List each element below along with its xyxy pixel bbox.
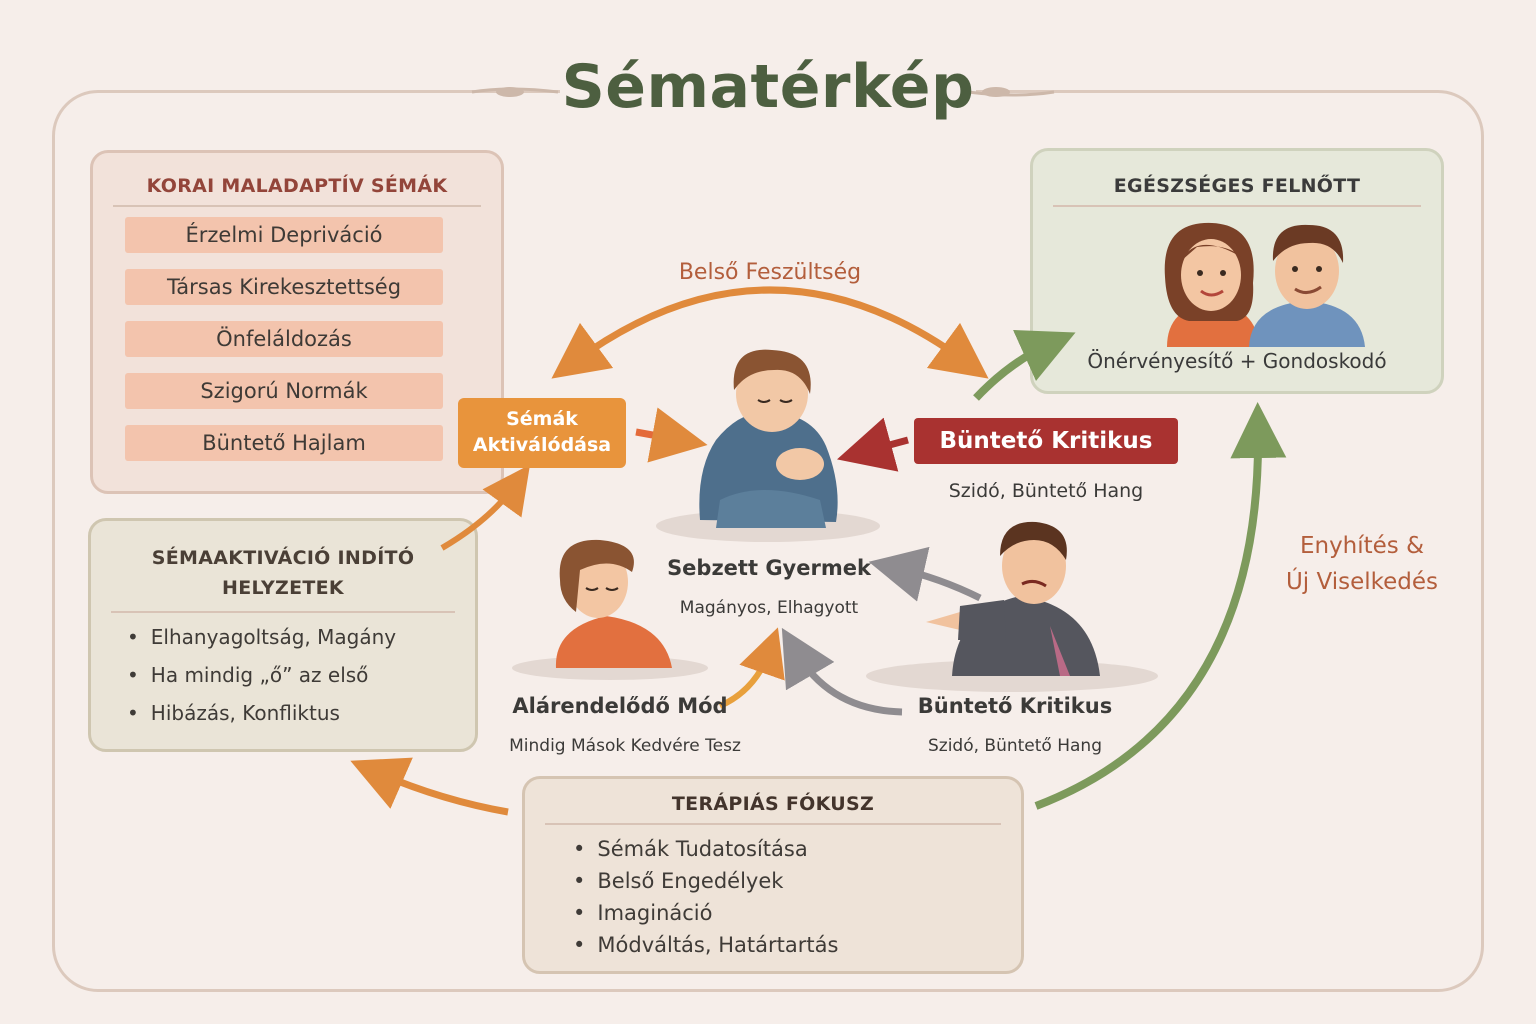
submissive-mode-name: Alárendelődő Mód	[512, 694, 728, 718]
punitive-critic-bottom-sub: Szidó, Büntető Hang	[927, 736, 1102, 756]
schema-activation-label: Sémák Aktiválódása	[458, 398, 626, 468]
divider	[113, 205, 481, 207]
submissive-mode-sub: Mindig Mások Kedvére Tesz	[509, 736, 741, 756]
healing-label: Enyhítés & Új Viselkedés	[1262, 528, 1462, 600]
list-item: Elhanyagoltság, Magány	[127, 625, 475, 649]
list-item: Sémák Tudatosítása	[573, 837, 1021, 861]
divider	[1053, 205, 1421, 207]
list-item: Módváltás, Határtartás	[573, 933, 1021, 957]
healthy-adult-box: EGÉSZSÉGES FELNŐTT Önérvényesítő + Gondo…	[1030, 148, 1444, 394]
schema-item: Érzelmi Depriváció	[125, 217, 443, 253]
activation-line2: Aktiválódása	[472, 434, 612, 456]
schema-item: Szigorú Normák	[125, 373, 443, 409]
early-schemas-box: KORAI MALADAPTÍV SÉMÁK Érzelmi Depriváci…	[90, 150, 504, 494]
list-item: Belső Engedélyek	[573, 869, 1021, 893]
divider	[111, 611, 455, 613]
divider	[545, 823, 1001, 825]
left-flourish-icon	[471, 87, 559, 97]
trigger-heading-line1: SÉMAAKTIVÁCIÓ INDÍTÓ	[151, 547, 415, 569]
therapy-list: Sémák Tudatosítása Belső Engedélyek Imag…	[573, 837, 1021, 957]
right-flourish-icon	[967, 87, 1055, 97]
punitive-critic-bottom-name: Büntető Kritikus	[917, 694, 1113, 718]
inner-tension-label: Belső Feszültség	[678, 260, 862, 285]
punitive-critic-top-sub: Szidó, Büntető Hang	[948, 480, 1144, 502]
healing-line2: Új Viselkedés	[1285, 569, 1439, 595]
trigger-list: Elhanyagoltság, Magány Ha mindig „ő” az …	[127, 625, 475, 725]
page-title: Sématérkép	[561, 52, 975, 122]
early-schemas-heading: KORAI MALADAPTÍV SÉMÁK	[146, 175, 448, 197]
punitive-critic-top-label: Büntető Kritikus	[914, 418, 1178, 464]
couple-illustration-icon	[1164, 222, 1365, 347]
wounded-child-name: Sebzett Gyermek	[667, 556, 871, 580]
list-item: Hibázás, Konfliktus	[127, 701, 475, 725]
therapy-heading: TERÁPIÁS FÓKUSZ	[671, 793, 875, 815]
healthy-adult-heading: EGÉSZSÉGES FELNŐTT	[1113, 175, 1361, 197]
schema-list: Érzelmi Depriváció Társas Kirekesztettsé…	[93, 217, 501, 461]
trigger-situations-box: SÉMAAKTIVÁCIÓ INDÍTÓ HELYZETEK Elhanyago…	[88, 518, 478, 752]
title-background	[560, 60, 976, 130]
schema-item: Önfeláldozás	[125, 321, 443, 357]
wounded-child-sub: Magányos, Elhagyott	[679, 598, 859, 618]
activation-line1: Sémák	[506, 408, 578, 430]
trigger-heading-line2: HELYZETEK	[222, 577, 344, 599]
healthy-adult-caption: Önérvényesítő + Gondoskodó	[1087, 349, 1387, 373]
schema-item: Büntető Hajlam	[125, 425, 443, 461]
list-item: Imagináció	[573, 901, 1021, 925]
schema-item: Társas Kirekesztettség	[125, 269, 443, 305]
list-item: Ha mindig „ő” az első	[127, 663, 475, 687]
trigger-heading: SÉMAAKTIVÁCIÓ INDÍTÓ HELYZETEK	[91, 543, 475, 603]
healing-line1: Enyhítés &	[1299, 533, 1425, 559]
therapy-focus-box: TERÁPIÁS FÓKUSZ Sémák Tudatosítása Belső…	[522, 776, 1024, 974]
